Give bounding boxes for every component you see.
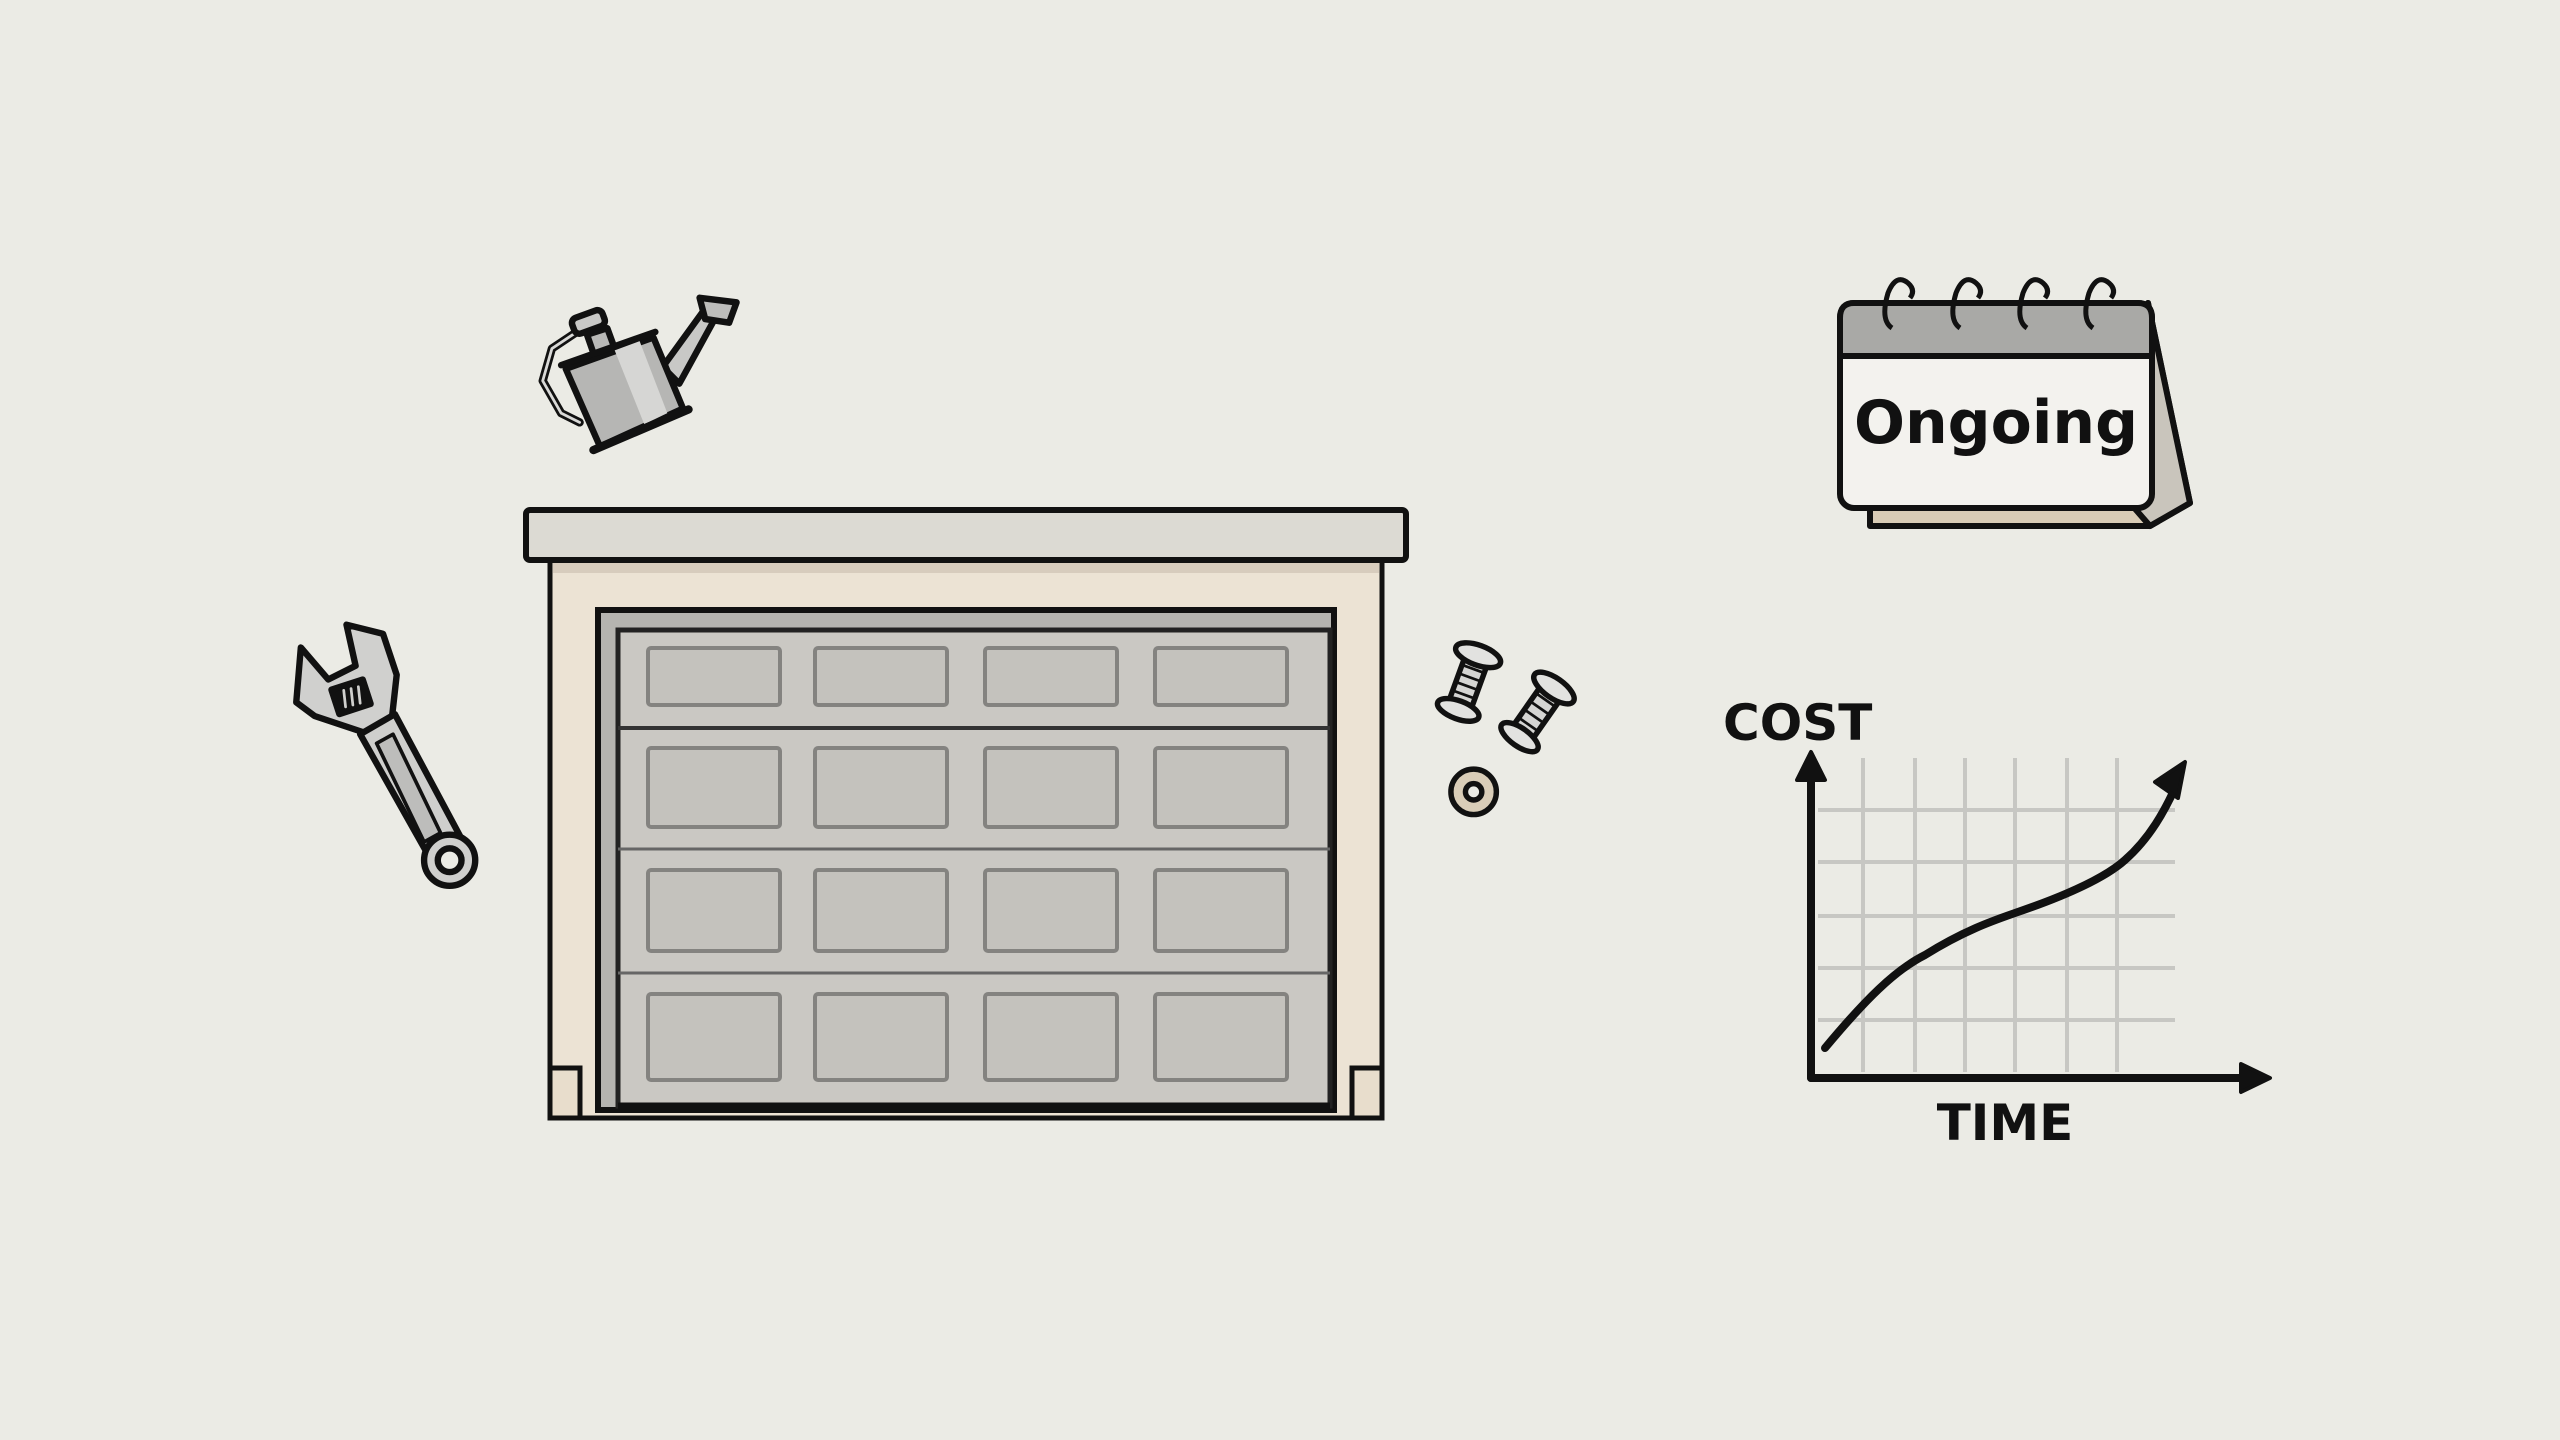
chart-axes xyxy=(1795,750,2272,1094)
garage-door-icon xyxy=(523,507,1409,1121)
calendar-widget: Ongoing xyxy=(1830,268,2200,563)
calendar-icon: Ongoing xyxy=(1837,277,2193,529)
wrench-illustration xyxy=(278,600,488,905)
screws-icon xyxy=(1434,640,1577,818)
screws-illustration xyxy=(1420,630,1600,830)
trend-arrow-icon xyxy=(2153,760,2187,800)
chart-ylabel: COST xyxy=(1723,694,1872,752)
chart-xlabel: TIME xyxy=(1937,1094,2074,1152)
cost-curve xyxy=(1821,784,2179,1052)
cost-time-chart: COST TIME xyxy=(1715,670,2315,1152)
wrench-icon xyxy=(293,621,479,889)
chart-grid xyxy=(1818,758,2175,1072)
watering-can-icon xyxy=(538,294,740,455)
watering-can-illustration xyxy=(515,262,755,472)
garage-illustration xyxy=(520,500,1415,1125)
calendar-label: Ongoing xyxy=(1854,388,2138,458)
